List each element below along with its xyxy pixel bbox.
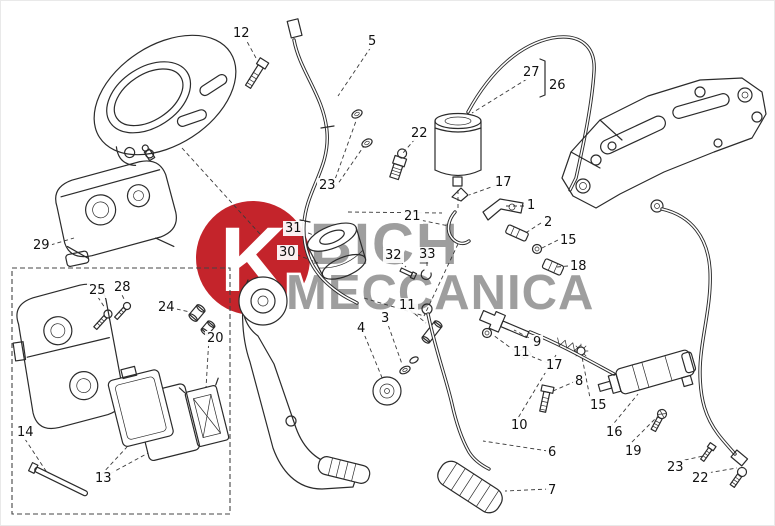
pad-pin-bolt-2	[114, 301, 132, 321]
callout-label: 23	[317, 178, 338, 193]
callout-label: 4	[355, 321, 368, 336]
callout-label: 12	[231, 26, 252, 41]
callout-label: 17	[493, 175, 514, 190]
callout-label: 10	[509, 418, 530, 433]
cable-grommets	[351, 109, 373, 148]
rear-caliper	[55, 144, 177, 267]
bushings	[188, 304, 206, 322]
callout-label: 27	[521, 65, 542, 80]
pad-spring-plate	[178, 377, 230, 448]
callout-label: 15	[588, 398, 609, 413]
callout-label: 29	[31, 238, 52, 253]
callout-label: 20	[205, 331, 226, 346]
callout-label: 3	[379, 311, 392, 326]
callout-label: 15	[558, 233, 579, 248]
rear-master-cylinder	[597, 349, 697, 395]
brake-pedal	[421, 303, 491, 471]
callout-label: 28	[112, 280, 133, 295]
rear-brake-hose	[650, 199, 749, 488]
callout-label: 2	[542, 215, 555, 230]
callout-label: 1	[525, 198, 538, 213]
callout-label: 26	[547, 78, 568, 93]
callout-label: 8	[573, 374, 586, 389]
pad-pin-bolt	[93, 309, 113, 331]
fluid-reservoir	[434, 112, 482, 187]
pivot-washers	[372, 320, 443, 406]
callout-label: 23	[665, 460, 686, 475]
reservoir-hose	[466, 35, 596, 192]
callout-label: 13	[93, 471, 114, 486]
footpeg	[317, 456, 371, 484]
caliper-half	[12, 283, 124, 430]
callout-label: 14	[15, 425, 36, 440]
brake-switch	[389, 148, 408, 181]
chain-guard	[93, 34, 237, 166]
frame-plate	[561, 77, 767, 209]
callout-label: 22	[690, 471, 711, 486]
callout-label: 16	[604, 425, 625, 440]
callout-label: 7	[546, 483, 559, 498]
callout-label: 18	[568, 259, 589, 274]
rearset-bracket	[238, 276, 371, 490]
cylinder-bolt	[650, 408, 668, 433]
callout-label: 5	[366, 34, 379, 49]
banjo-bolt	[729, 466, 748, 488]
brake-pads	[107, 365, 200, 462]
callout-label: 24	[156, 300, 177, 315]
callout-label: 19	[623, 444, 644, 459]
watermark-line2: MECCANICA	[286, 266, 594, 320]
callout-label: 11	[397, 298, 418, 313]
callout-label: 31	[283, 221, 304, 236]
hose-fittings	[446, 187, 565, 276]
callout-label: 25	[87, 283, 108, 298]
pedal-rubber	[437, 460, 503, 514]
callout-label: 21	[402, 209, 423, 224]
hub-screw	[399, 267, 418, 280]
sensor-cable	[286, 18, 359, 305]
callout-label: 9	[531, 335, 544, 350]
callout-label: 30	[277, 245, 298, 260]
callout-label: 22	[409, 126, 430, 141]
callout-label: 11	[511, 345, 532, 360]
mounting-bolt	[244, 57, 270, 89]
pedal-hub	[306, 222, 367, 280]
callout-label: 17	[544, 358, 565, 373]
circlip	[420, 269, 432, 281]
callout-label: 33	[417, 247, 438, 262]
assembly-bracket-glyph	[539, 58, 546, 98]
inset-box	[11, 267, 231, 515]
callout-label: 32	[383, 248, 404, 263]
pad-pin	[27, 462, 89, 497]
callout-label: 6	[546, 445, 559, 460]
banjo-screw	[700, 442, 717, 462]
